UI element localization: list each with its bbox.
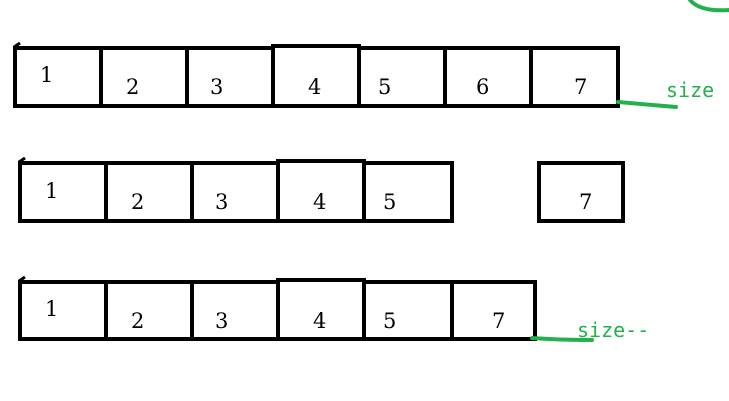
size-label: size [666, 78, 714, 102]
row-3-cell-6 [450, 280, 537, 341]
row-3-value-3: 3 [215, 309, 228, 333]
row-1-cell-2 [99, 46, 189, 108]
row-3-cell-2 [104, 280, 194, 341]
corner-arc-mark [688, 0, 729, 13]
row-1-value-7: 7 [574, 75, 587, 99]
array-row-3: 1 2 3 4 5 7 size-- [18, 275, 649, 342]
row-2-cell-5 [362, 161, 454, 223]
row-3-value-6: 7 [492, 309, 505, 333]
size-pointer-stroke [616, 100, 678, 109]
row-3-value-5: 5 [383, 309, 396, 333]
row-1-cell-7 [529, 46, 620, 108]
row-2-value-2: 2 [131, 190, 144, 214]
row-1-cell-3 [185, 46, 275, 108]
row-1-value-1: 1 [40, 63, 53, 87]
row-1-cell-1 [13, 46, 103, 108]
row-2-cell-2 [104, 161, 194, 223]
row-3-cell-1 [18, 280, 108, 341]
row-3-cell-5 [362, 280, 454, 341]
size-decrement-pointer-stroke [530, 336, 594, 342]
row-1-value-2: 2 [126, 75, 139, 99]
row-2-value-4: 4 [313, 190, 326, 214]
size-decrement-label: size-- [577, 318, 649, 342]
row-3-value-4: 4 [313, 309, 326, 333]
row-2-value-3: 3 [215, 190, 228, 214]
row-1-value-3: 3 [210, 75, 223, 99]
row-2-cell-1 [18, 161, 108, 223]
row-1-cell-5 [357, 46, 447, 108]
array-row-2: 1 2 3 4 5 7 [18, 156, 625, 223]
row-3-value-1: 1 [45, 297, 58, 321]
row-2-value-5: 5 [383, 190, 396, 214]
row-1-value-5: 5 [378, 75, 391, 99]
row-2-value-7: 7 [579, 190, 592, 214]
row-3-value-2: 2 [131, 309, 144, 333]
array-row-1: 1 2 3 4 5 6 7 size [13, 41, 714, 109]
row-2-cell-3 [190, 161, 280, 223]
row-2-value-1: 1 [45, 179, 58, 203]
row-1-value-6: 6 [476, 75, 489, 99]
row-3-cell-3 [190, 280, 280, 341]
row-1-value-4: 4 [308, 75, 321, 99]
row-2-cell-7 [537, 161, 625, 223]
